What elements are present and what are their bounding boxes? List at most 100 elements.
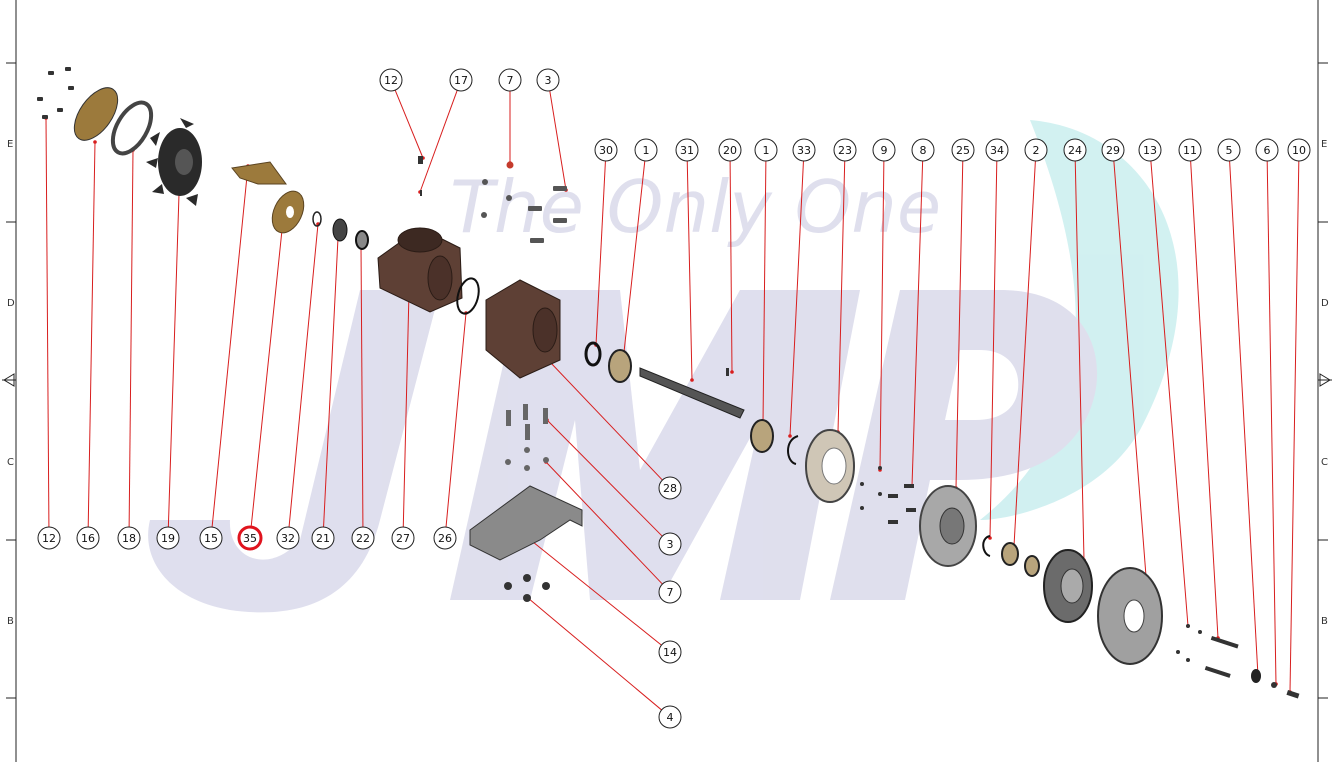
balloon-circle	[199, 526, 223, 550]
leader-line-top_right-5	[789, 160, 804, 437]
balloon-bottom_row-3[interactable]: 19	[156, 526, 180, 550]
pump-body	[377, 227, 463, 313]
leader-line-top_right-12	[1074, 160, 1085, 561]
balloon-bottom_row-0[interactable]: 12	[37, 526, 61, 550]
balloon-circle	[792, 138, 816, 162]
leader-line-top_right-7	[879, 160, 885, 471]
balloon-circle	[951, 138, 975, 162]
balloon-top_right-17[interactable]: 6	[1255, 138, 1279, 162]
balloon-label: 4	[667, 711, 674, 724]
balloon-top_left-1[interactable]: 17	[449, 68, 473, 92]
balloon-top_right-6[interactable]: 23	[833, 138, 857, 162]
leader-dot-top_right-2	[690, 378, 694, 382]
balloon-top_right-8[interactable]: 8	[911, 138, 935, 162]
balloon-label: 5	[1226, 144, 1233, 157]
balloon-top_right-11[interactable]: 2	[1024, 138, 1048, 162]
balloon-center-4[interactable]: 4	[658, 705, 682, 729]
balloon-circle	[449, 68, 473, 92]
leader-line-center-2	[545, 461, 663, 585]
leader-line-top_right-18	[1289, 160, 1300, 693]
leader-line-top_left-0	[394, 89, 424, 159]
balloon-label: 19	[161, 532, 175, 545]
balloon-circle	[76, 526, 100, 550]
balloon-label: 34	[990, 144, 1004, 157]
body-o-ring	[456, 277, 480, 315]
balloon-label: 21	[316, 532, 330, 545]
balloon-top_left-0[interactable]: 12	[379, 68, 403, 92]
balloon-center-1[interactable]: 3	[658, 532, 682, 556]
end-hardware	[1176, 624, 1300, 699]
balloon-top_right-18[interactable]: 10	[1287, 138, 1311, 162]
balloon-circle	[1217, 138, 1241, 162]
leader-line-top_right-8	[911, 160, 924, 487]
balloon-top_right-12[interactable]: 24	[1063, 138, 1087, 162]
balloon-circle	[1138, 138, 1162, 162]
balloon-center-3[interactable]: 14	[658, 640, 682, 664]
balloon-circle	[1024, 138, 1048, 162]
balloon-top_right-3[interactable]: 20	[718, 138, 742, 162]
balloon-circle	[634, 138, 658, 162]
leader-line-bottom_row-0	[45, 117, 50, 528]
impeller	[146, 118, 202, 206]
balloon-top_left-2[interactable]: 7	[498, 68, 522, 92]
leader-line-top_right-6	[837, 160, 846, 433]
balloon-top_right-13[interactable]: 29	[1101, 138, 1125, 162]
balloon-bottom_row-10[interactable]: 26	[433, 526, 457, 550]
balloon-top_left-3[interactable]: 3	[536, 68, 560, 92]
balloon-top_right-7[interactable]: 9	[872, 138, 896, 162]
balloon-bottom_row-6[interactable]: 32	[276, 526, 300, 550]
leader-line-top_right-16	[1229, 160, 1259, 677]
balloon-circle	[754, 138, 778, 162]
balloon-top_right-9[interactable]: 25	[951, 138, 975, 162]
watermark-text: The Only One	[450, 165, 941, 249]
balloon-bottom_row-2[interactable]: 18	[117, 526, 141, 550]
watermark-swoosh	[980, 120, 1179, 520]
balloon-circle	[351, 526, 375, 550]
leader-line-top_right-2	[686, 160, 693, 381]
seal-ring-2	[355, 230, 369, 250]
foot-nuts	[504, 574, 550, 602]
balloon-top_right-4[interactable]: 1	[754, 138, 778, 162]
balloon-top_right-5[interactable]: 33	[792, 138, 816, 162]
upper-bolts	[481, 161, 567, 243]
balloon-top_right-0[interactable]: 30	[594, 138, 618, 162]
balloon-circle	[675, 138, 699, 162]
balloon-bottom_row-7[interactable]: 21	[311, 526, 335, 550]
balloon-bottom_row-9[interactable]: 27	[391, 526, 415, 550]
balloon-top_right-2[interactable]: 31	[675, 138, 699, 162]
balloon-bottom_row-1[interactable]: 16	[76, 526, 100, 550]
balloon-circle	[276, 526, 300, 550]
balloon-circle	[658, 640, 682, 664]
balloon-label: 10	[1292, 144, 1306, 157]
balloon-top_right-15[interactable]: 11	[1178, 138, 1202, 162]
leader-line-bottom_row-4	[211, 165, 249, 528]
balloon-label: 12	[384, 74, 398, 87]
balloon-bottom_row-5[interactable]: 35	[237, 525, 263, 551]
leader-line-center-1	[546, 419, 663, 537]
balloon-bottom_row-4[interactable]: 15	[199, 526, 223, 550]
balloon-top_right-16[interactable]: 5	[1217, 138, 1241, 162]
balloon-label: 26	[438, 532, 452, 545]
leader-dot-top_right-3	[730, 370, 734, 374]
balloon-circle	[872, 138, 896, 162]
balloon-center-0[interactable]: 28	[658, 476, 682, 500]
balloon-circle	[1178, 138, 1202, 162]
bearing-clutch	[1001, 542, 1019, 566]
balloon-label: 20	[723, 144, 737, 157]
balloon-circle	[1255, 138, 1279, 162]
balloon-bottom_row-8[interactable]: 22	[351, 526, 375, 550]
leader-dot-top_right-5	[788, 434, 792, 438]
balloon-top_right-14[interactable]: 13	[1138, 138, 1162, 162]
leader-line-top_left-1	[419, 90, 458, 193]
leader-line-bottom_row-7	[323, 237, 339, 528]
balloon-circle	[237, 525, 263, 551]
balloon-top_right-1[interactable]: 1	[634, 138, 658, 162]
balloon-circle	[911, 138, 935, 162]
balloon-center-2[interactable]: 7	[658, 580, 682, 604]
balloon-top_right-10[interactable]: 34	[985, 138, 1009, 162]
balloon-circle	[1101, 138, 1125, 162]
balloon-label: 6	[1264, 144, 1271, 157]
